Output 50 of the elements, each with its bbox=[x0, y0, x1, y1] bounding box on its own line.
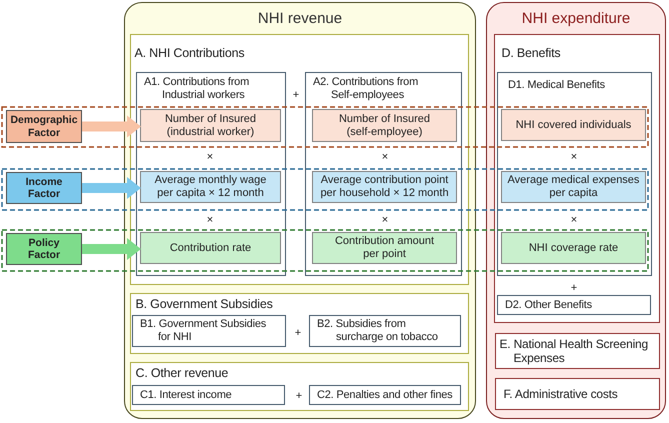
plus-sign: + bbox=[294, 327, 302, 339]
formula-term-box: Average contribution point per household × 12 month bbox=[312, 171, 457, 203]
plus-sign: + bbox=[296, 390, 302, 402]
category-box: B1. Government Subsidies for NHI bbox=[132, 315, 286, 347]
factor-box: Demographic Factor bbox=[6, 110, 82, 143]
category-box bbox=[305, 72, 462, 276]
multiplication-sign: × bbox=[570, 214, 578, 226]
section-box bbox=[130, 362, 468, 410]
multiplication-sign: × bbox=[382, 151, 388, 163]
multiplication-sign: × bbox=[206, 214, 214, 226]
formula-term-box: Average monthly wage per capita × 12 month bbox=[140, 171, 281, 203]
formula-term-box: Average medical expenses per capita bbox=[501, 171, 646, 203]
category-box: C1. Interest income bbox=[132, 385, 285, 405]
factor-box: Income Factor bbox=[6, 172, 82, 204]
arrow bbox=[82, 238, 141, 260]
category-box: B2. Subsidies from surcharge on tobacco bbox=[309, 315, 461, 347]
section-heading: A. NHI Contributions bbox=[134, 46, 244, 60]
section-box bbox=[130, 292, 468, 354]
revenue-panel bbox=[124, 2, 476, 419]
category-box: C2. Penalties and other fines bbox=[309, 385, 461, 405]
category-heading: A1. Contributions from Industrial workers bbox=[144, 76, 250, 102]
section-heading: C. Other revenue bbox=[136, 366, 228, 380]
category-box: D2. Other Benefits bbox=[497, 295, 651, 315]
arrow bbox=[82, 177, 141, 199]
section-box: E. National Health Screening Expenses bbox=[494, 332, 660, 368]
formula-term-box: Number of Insured (self-employee) bbox=[312, 109, 457, 142]
section-box: F. Administrative costs bbox=[494, 378, 660, 410]
formula-term-box: NHI covered individuals bbox=[501, 109, 646, 141]
category-box bbox=[136, 72, 286, 276]
section-box bbox=[130, 34, 468, 284]
expenditure-panel bbox=[486, 2, 666, 419]
category-heading: A2. Contributions from Self-employees bbox=[313, 76, 420, 102]
formula-term-box: Contribution rate bbox=[140, 232, 281, 264]
multiplication-sign: × bbox=[570, 151, 578, 163]
category-box bbox=[497, 72, 652, 276]
multiplication-sign: × bbox=[206, 151, 214, 163]
plus-sign: + bbox=[292, 89, 300, 101]
panel-title: NHI revenue bbox=[258, 10, 342, 27]
section-box bbox=[494, 34, 660, 322]
factor-box: Policy Factor bbox=[6, 233, 82, 265]
section-heading: D. Benefits bbox=[502, 46, 560, 60]
plus-sign: + bbox=[570, 282, 578, 294]
formula-term-box: NHI coverage rate bbox=[501, 232, 646, 264]
multiplication-sign: × bbox=[382, 214, 388, 226]
formula-term-box: Number of Insured (industrial worker) bbox=[140, 109, 281, 142]
panel-title: NHI expenditure bbox=[522, 10, 630, 27]
arrow bbox=[82, 116, 141, 138]
category-heading: D1. Medical Benefits bbox=[508, 79, 605, 92]
formula-term-box: Contribution amount per point bbox=[312, 232, 457, 264]
section-heading: B. Government Subsidies bbox=[136, 296, 273, 311]
